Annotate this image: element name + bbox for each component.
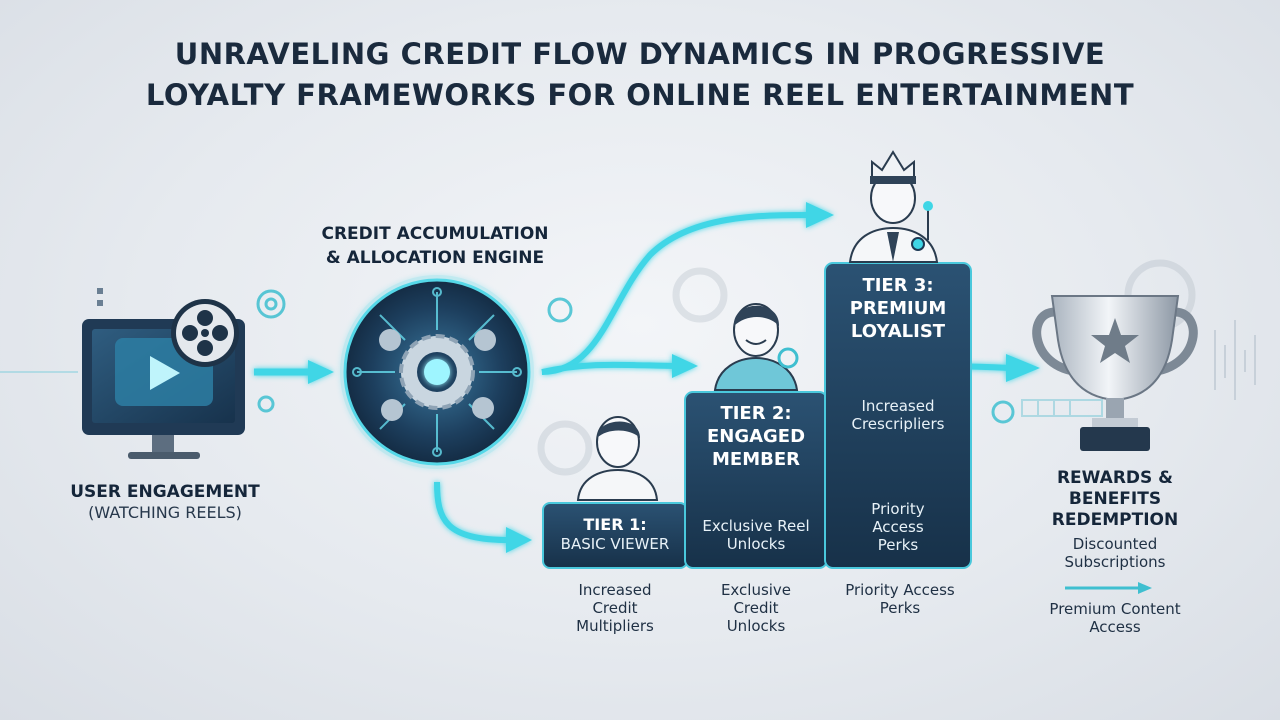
star-icon xyxy=(1091,318,1139,363)
tier3-label: TIER 3: PREMIUM LOYALIST xyxy=(849,275,947,342)
person-icon xyxy=(576,416,659,501)
film-reel-icon xyxy=(171,299,239,367)
engagement-label: USER ENGAGEMENT (WATCHING REELS) xyxy=(70,482,260,522)
arrow-engagement-to-engine xyxy=(254,360,334,384)
rewards-label: REWARDS & BENEFITS REDEMPTION xyxy=(1051,468,1179,530)
tier2-label: TIER 2: ENGAGED MEMBER xyxy=(706,403,806,470)
circuit-engine-icon xyxy=(340,275,534,469)
gear-icon xyxy=(777,347,799,369)
tier1-caption: Increased Credit Multipliers xyxy=(576,581,654,635)
title-line-2: LOYALTY FRAMEWORKS FOR ONLINE REEL ENTER… xyxy=(145,78,1135,112)
rewards-arrow xyxy=(1065,582,1152,594)
page-title: UNRAVELING CREDIT FLOW DYNAMICS IN PROGR… xyxy=(90,34,1190,116)
crowned-person-icon xyxy=(848,150,939,263)
tier3-inner-top: Increased Crescripliers xyxy=(851,397,945,433)
tier3-caption: Priority Access Perks xyxy=(845,581,955,617)
rewards-item-discounted: Discounted Subscriptions xyxy=(1064,535,1166,571)
title-line-1: UNRAVELING CREDIT FLOW DYNAMICS IN PROGR… xyxy=(174,37,1106,71)
rewards-item-premium: Premium Content Access xyxy=(1049,600,1181,636)
gear-icon xyxy=(256,289,1015,424)
background-waveform xyxy=(1214,320,1256,400)
tier3-inner-bottom: Priority Access Perks xyxy=(871,500,925,554)
engine-label: CREDIT ACCUMULATION & ALLOCATION ENGINE xyxy=(321,224,549,268)
play-icon xyxy=(150,356,180,390)
person-icon xyxy=(713,303,799,391)
small-square-icons xyxy=(97,288,103,306)
film-strip xyxy=(1021,399,1103,417)
tier2-inner-perk: Exclusive Reel Unlocks xyxy=(702,517,810,553)
trophy-icon xyxy=(1032,295,1198,451)
tier2-caption: Exclusive Credit Unlocks xyxy=(720,581,792,635)
tier1-label: TIER 1: BASIC VIEWER xyxy=(560,515,670,553)
